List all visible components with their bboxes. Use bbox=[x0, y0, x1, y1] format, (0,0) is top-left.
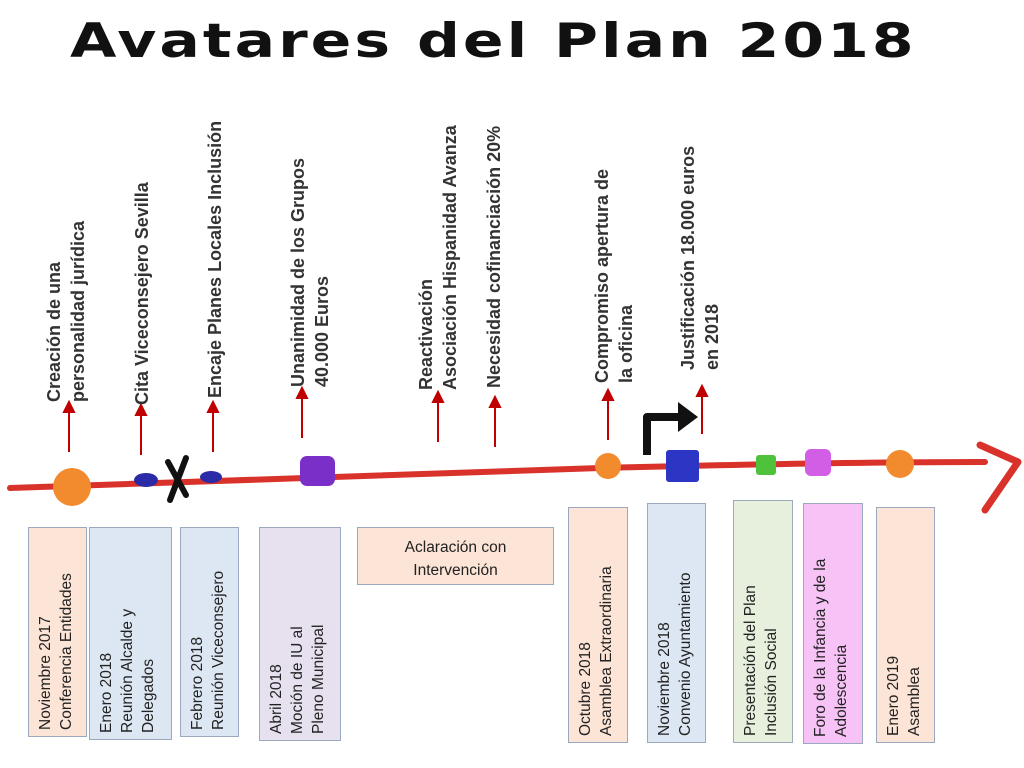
event-box-foro-infancia: Foro de la Infancia y de la Adolescencia bbox=[803, 503, 863, 744]
event-box-ene-2018: Enero 2018 Reunión Alcalde y Delegados bbox=[89, 527, 172, 740]
up-arrow bbox=[601, 387, 615, 440]
marker-abr-2018 bbox=[300, 456, 335, 486]
marker-ene-2018 bbox=[134, 473, 158, 487]
top-label-cofinanciacion: Necesidad cofinanciación 20% bbox=[484, 125, 504, 388]
up-arrow bbox=[206, 399, 220, 452]
marker-oct-2018 bbox=[595, 453, 621, 479]
cross-mark bbox=[165, 455, 189, 503]
top-label-encaje-planes: Encaje Planes Locales Inclusión bbox=[205, 120, 225, 398]
marker-feb-2018 bbox=[200, 471, 222, 483]
marker-nov-2017 bbox=[53, 468, 91, 506]
event-box-oct-2018: Octubre 2018 Asamblea Extraordinaria bbox=[568, 507, 628, 743]
up-arrow bbox=[488, 394, 502, 447]
marker-nov-2018 bbox=[666, 450, 699, 482]
timeline-arrowhead bbox=[976, 441, 1022, 514]
up-arrow bbox=[295, 385, 309, 438]
bent-arrow bbox=[643, 413, 682, 455]
event-box-abr-2018: Abril 2018 Moción de IU al Pleno Municip… bbox=[259, 527, 341, 741]
top-label-cita-viceconsejero: Cita Viceconsejero Sevilla bbox=[132, 182, 152, 405]
page-title: Avatares del Plan 2018 bbox=[70, 14, 917, 69]
marker-foro-infancia bbox=[805, 449, 831, 476]
timeline-axis bbox=[7, 459, 988, 491]
event-box-nov-2017: Noviembre 2017 Conferencia Entidades bbox=[28, 527, 87, 737]
marker-plan-inclusion bbox=[756, 455, 776, 475]
bent-arrow-head bbox=[678, 402, 698, 432]
up-arrow bbox=[62, 399, 76, 452]
event-box-feb-2018: Febrero 2018 Reunión Viceconsejero bbox=[180, 527, 239, 737]
event-box-nov-2018: Noviembre 2018 Convenio Ayuntamiento bbox=[647, 503, 706, 743]
event-box-plan-inclusion: Presentación del Plan Inclusión Social bbox=[733, 500, 793, 743]
event-box-aclaracion: Aclaración con Intervención bbox=[357, 527, 554, 585]
event-box-ene-2019: Enero 2019 Asamblea bbox=[876, 507, 935, 743]
up-arrow bbox=[695, 383, 709, 434]
up-arrow bbox=[134, 402, 148, 455]
up-arrow bbox=[431, 389, 445, 442]
marker-ene-2019 bbox=[886, 450, 914, 478]
